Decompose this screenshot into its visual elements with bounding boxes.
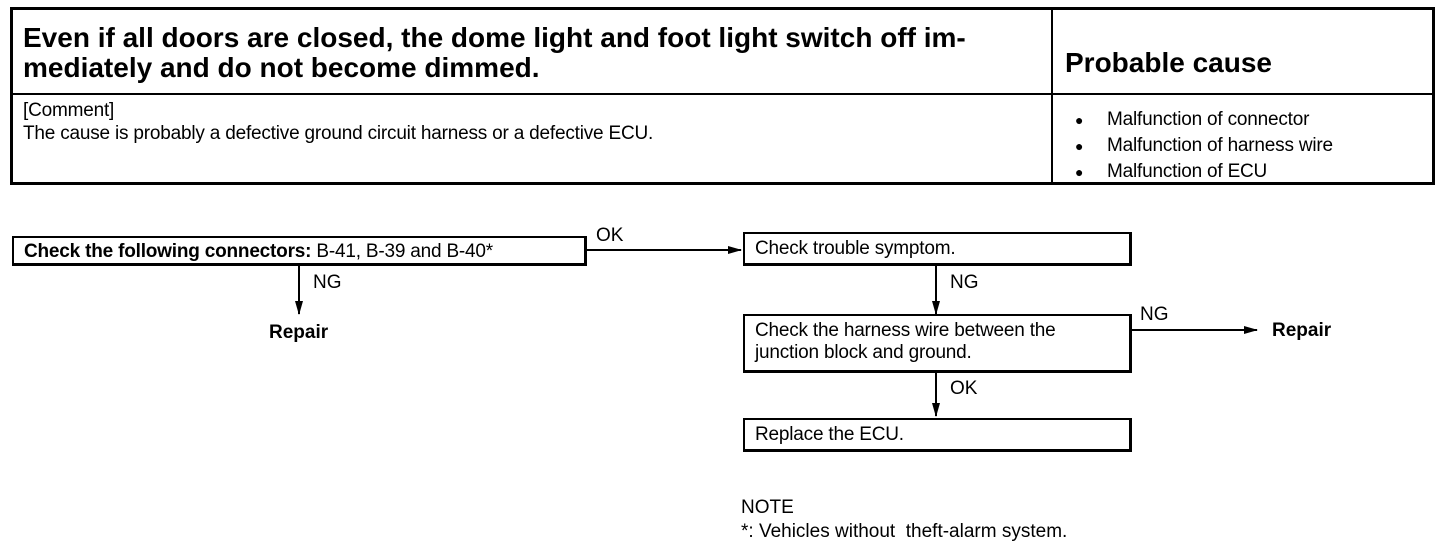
cause-item: ●Malfunction of connector [1075,107,1333,133]
comment-text: The cause is probably a defective ground… [23,123,654,144]
symptom-table: Even if all doors are closed, the dome l… [10,7,1435,185]
bullet-icon: ● [1075,138,1084,154]
bullet-icon: ● [1075,164,1084,180]
ok-label-1: OK [596,225,624,246]
check-connectors-suffix: B-41, B-39 and B-40* [316,241,493,262]
note-title: NOTE [741,497,794,518]
table-row-divider [13,93,1432,95]
repair-label-1: Repair [269,322,329,343]
ng-label-1: NG [313,272,342,293]
ok-label-2: OK [950,378,978,399]
cause-item: ●Malfunction of harness wire [1075,133,1333,159]
symptom-title: Even if all doors are closed, the dome l… [23,22,966,83]
probable-cause-heading: Probable cause [1065,47,1272,78]
cause-item: ●Malfunction of ECU [1075,159,1333,185]
check-connectors-prefix: Check the following connectors: [24,241,312,262]
check-harness-wire-box: Check the harness wire between the junct… [743,314,1132,373]
table-column-divider [1051,10,1053,182]
note-text: *: Vehicles without theft-alarm system. [741,521,1068,542]
check-connectors-box: Check the following connectors: B-41, B-… [12,236,587,266]
comment-label: [Comment] [23,100,115,121]
ng-label-3: NG [1140,304,1169,325]
replace-ecu-box: Replace the ECU. [743,418,1132,452]
check-trouble-symptom-box: Check trouble symptom. [743,232,1132,266]
cause-list: ●Malfunction of connector ●Malfunction o… [1075,107,1333,185]
bullet-icon: ● [1075,112,1084,128]
ng-label-2: NG [950,272,979,293]
repair-label-2: Repair [1272,320,1332,341]
